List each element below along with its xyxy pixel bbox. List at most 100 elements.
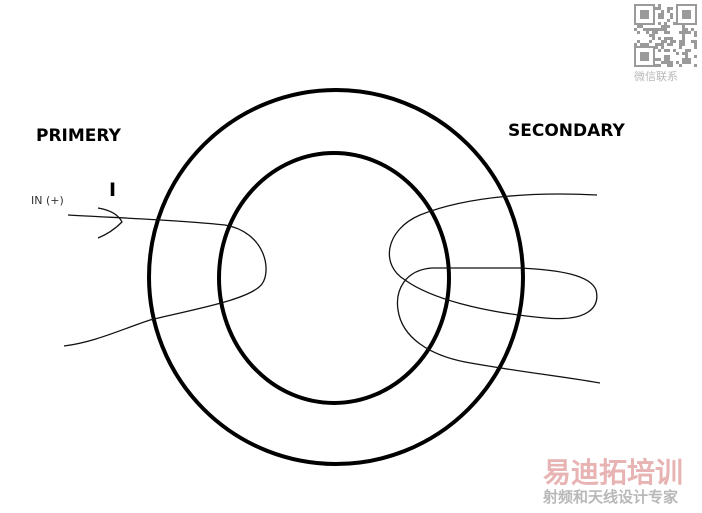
secondary-label: SECONDARY (508, 121, 625, 141)
qr-module (676, 52, 679, 55)
qr-module (685, 55, 688, 58)
qr-module (637, 40, 640, 43)
qr-module (667, 31, 670, 34)
watermark-brand: 易迪拓培训 (543, 456, 683, 489)
watermark-tagline: 射频和天线设计专家 (542, 488, 678, 506)
qr-module (670, 61, 673, 64)
qr-module (673, 22, 676, 25)
qr-module (655, 31, 658, 34)
qr-module (694, 40, 697, 43)
qr-module (667, 7, 670, 10)
qr-module (682, 43, 685, 46)
qr-module (682, 25, 685, 28)
qr-module (670, 64, 673, 67)
qr-module (634, 28, 637, 31)
qr-module (661, 28, 664, 31)
qr-module (691, 28, 694, 31)
qr-finder (634, 46, 655, 67)
qr-module (694, 31, 697, 34)
input-label: IN (+) (31, 194, 64, 207)
qr-module (667, 61, 670, 64)
qr-module (667, 49, 670, 52)
core-outer-ring (147, 88, 525, 466)
qr-module (658, 37, 661, 40)
qr-finder-center (682, 10, 691, 19)
qr-module (649, 40, 652, 43)
qr-module (682, 28, 685, 31)
qr-module (688, 49, 691, 52)
qr-module (667, 10, 670, 13)
qr-module (667, 37, 670, 40)
qr-module (652, 31, 655, 34)
qr-module (682, 37, 685, 40)
qr-module (661, 10, 664, 13)
qr-module (646, 31, 649, 34)
qr-module (646, 28, 649, 31)
qr-module (655, 28, 658, 31)
qr-finder-center (640, 10, 649, 19)
qr-module (679, 40, 682, 43)
qr-module (673, 40, 676, 43)
core-inner-ring (217, 151, 451, 405)
qr-module (679, 43, 682, 46)
primary-label: PRIMERY (36, 126, 122, 146)
qr-module (667, 55, 670, 58)
qr-module (661, 16, 664, 19)
qr-module (640, 43, 643, 46)
qr-finder-center (640, 52, 649, 61)
qr-module (664, 37, 667, 40)
qr-module (664, 61, 667, 64)
qr-module (682, 34, 685, 37)
qr-caption: 微信联系 (634, 69, 678, 83)
qr-module (661, 40, 664, 43)
qr-module (667, 58, 670, 61)
qr-module (688, 61, 691, 64)
secondary-winding-wire-upper (388, 193, 601, 384)
current-label: I (109, 179, 116, 201)
qr-module (664, 31, 667, 34)
qr-module (661, 25, 664, 28)
qr-module (649, 34, 652, 37)
qr-module (682, 52, 685, 55)
qr-module (694, 64, 697, 67)
qr-module (658, 16, 661, 19)
qr-module (682, 58, 685, 61)
qr-module (652, 37, 655, 40)
qr-module (664, 22, 667, 25)
qr-module (670, 7, 673, 10)
qr-module (649, 28, 652, 31)
qr-module (637, 25, 640, 28)
input-arrow-icon (97, 207, 123, 239)
qr-module (664, 28, 667, 31)
qr-module (682, 40, 685, 43)
qr-module (694, 46, 697, 49)
qr-module (694, 55, 697, 58)
qr-module (691, 40, 694, 43)
qr-module (679, 64, 682, 67)
qr-module (655, 64, 658, 67)
qr-module (667, 25, 670, 28)
qr-module (694, 43, 697, 46)
qr-code-icon (634, 4, 697, 67)
qr-module (661, 43, 664, 46)
qr-module (643, 43, 646, 46)
qr-module (664, 40, 667, 43)
qr-module (655, 58, 658, 61)
qr-module (658, 13, 661, 16)
qr-module (688, 31, 691, 34)
qr-module (658, 28, 661, 31)
qr-module (658, 43, 661, 46)
qr-module (664, 58, 667, 61)
qr-module (685, 49, 688, 52)
qr-module (670, 40, 673, 43)
qr-module (640, 25, 643, 28)
qr-module (652, 28, 655, 31)
qr-module (682, 61, 685, 64)
qr-module (682, 31, 685, 34)
qr-module (670, 16, 673, 19)
qr-module (667, 64, 670, 67)
qr-module (685, 52, 688, 55)
qr-module (658, 49, 661, 52)
qr-module (658, 4, 661, 7)
